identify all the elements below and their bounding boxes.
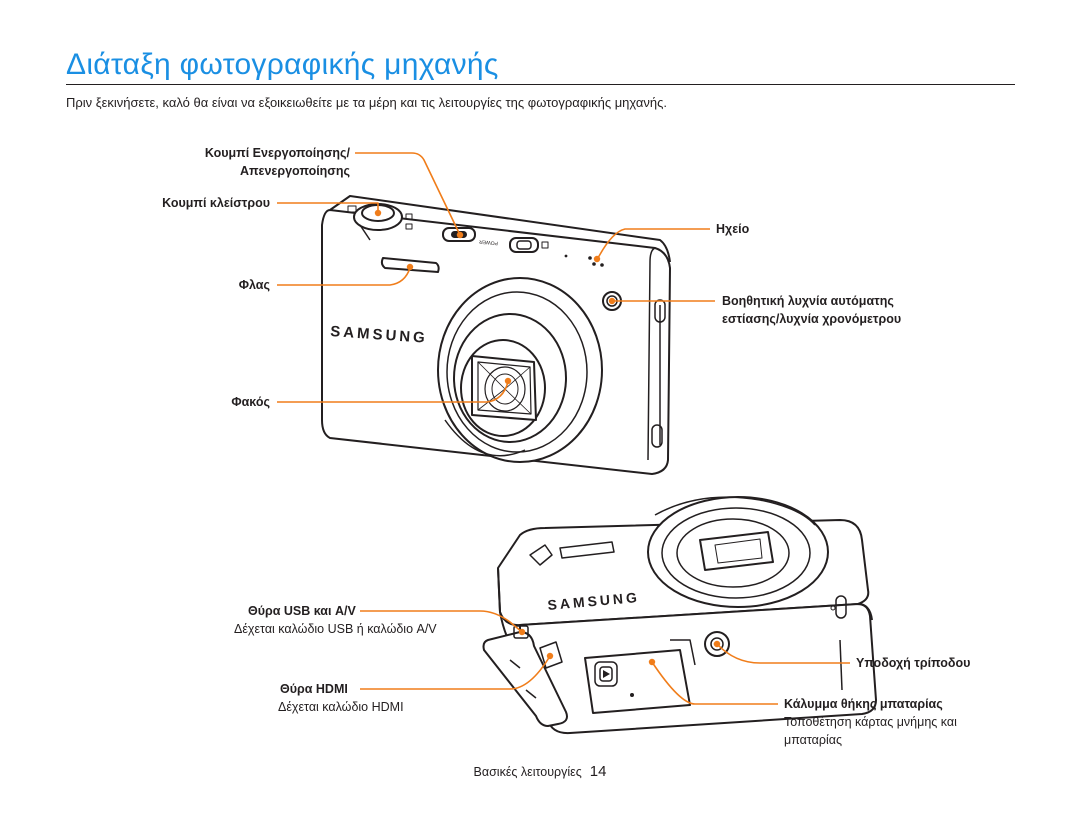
callout-line-usb xyxy=(360,610,523,633)
page-title: Διάταξη φωτογραφικής μηχανής xyxy=(66,48,499,81)
label-hdmi-port-desc: Δέχεται καλώδιο HDMI xyxy=(278,700,404,714)
camera-brand-front: SAMSUNG xyxy=(330,323,429,347)
label-battery-cover-desc-line1: Τοποθέτηση κάρτας μνήμης και xyxy=(784,715,957,729)
callout-line-battery xyxy=(651,661,778,705)
camera-bottom-illustration xyxy=(482,496,877,735)
callout-line-tripod xyxy=(716,643,850,664)
label-power-button-line2: Απενεργοποίησης xyxy=(239,164,350,178)
label-flash: Φλας xyxy=(238,278,270,292)
label-speaker: Ηχείο xyxy=(716,222,750,236)
page-number: 14 xyxy=(589,763,607,780)
label-hdmi-port: Θύρα HDMI xyxy=(280,682,348,696)
label-battery-cover: Κάλυμμα θήκης μπαταρίας xyxy=(784,697,943,711)
label-af-lamp-line1: Βοηθητική λυχνία αυτόματης xyxy=(722,294,894,308)
callout-line-flash xyxy=(277,267,411,286)
camera-power-text: POWER xyxy=(478,238,498,246)
callout-line-power xyxy=(355,152,461,236)
label-usb-port-desc: Δέχεται καλώδιο USB ή καλώδιο A/V xyxy=(234,622,437,636)
label-battery-cover-desc-line2: μπαταρίας xyxy=(784,733,843,747)
callout-line-shutter xyxy=(277,202,379,213)
title-rule xyxy=(66,84,1015,85)
footer-section: Βασικές λειτουργίες xyxy=(473,765,582,779)
label-tripod-mount: Υποδοχή τρίποδου xyxy=(856,656,971,670)
label-usb-port: Θύρα USB και A/V xyxy=(248,604,356,618)
callout-line-hdmi xyxy=(360,655,551,690)
label-af-lamp-line2: εστίασης/λυχνία χρονόμετρου xyxy=(722,312,902,326)
label-power-button-line1: Κουμπί Ενεργοποίησης/ xyxy=(204,146,350,160)
label-shutter-button: Κουμπί κλείστρου xyxy=(162,196,270,210)
page-footer: Βασικές λειτουργίες 14 xyxy=(0,763,1080,780)
intro-text: Πριν ξεκινήσετε, καλό θα είναι να εξοικε… xyxy=(66,95,668,110)
callout-line-lens xyxy=(277,381,509,403)
callout-line-speaker xyxy=(597,228,710,259)
label-lens: Φακός xyxy=(231,395,270,409)
camera-front-illustration xyxy=(321,195,671,475)
